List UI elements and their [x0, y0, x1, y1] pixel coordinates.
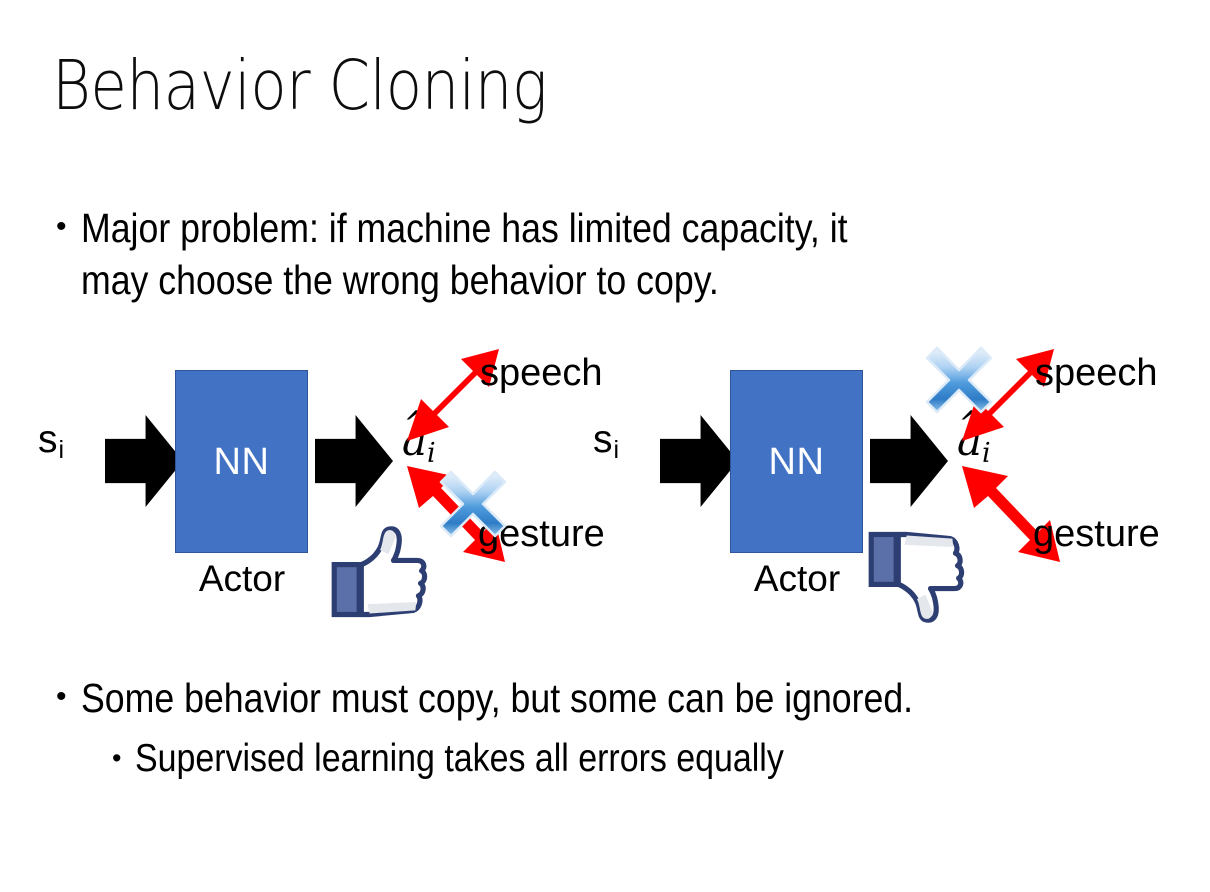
actor-caption-left: Actor	[198, 558, 286, 599]
branch-arrow-speech-icon	[403, 345, 503, 445]
diagram-wrong-copy: si NN Actor ^ai speech gestu	[565, 340, 1165, 640]
output-arrow-icon	[870, 415, 948, 507]
input-arrow-icon	[105, 415, 183, 507]
nn-box-left: NN	[175, 370, 308, 553]
nn-box-right: NN	[730, 370, 863, 553]
branch-label-speech-right: speech	[1035, 352, 1158, 394]
branch-label-gesture-right: gesture	[1033, 513, 1160, 555]
bullet-text: Some behavior must copy, but some can be…	[80, 675, 913, 721]
cross-mark-icon-gesture	[437, 468, 509, 540]
output-arrow-icon	[315, 415, 393, 507]
bullet-marker-icon: •	[56, 680, 67, 713]
bullet-marker-icon: •	[112, 743, 122, 773]
state-label-right: si	[593, 418, 620, 464]
actor-caption-right: Actor	[753, 558, 841, 599]
bullet-supervised-learning: • Supervised learning takes all errors e…	[112, 733, 881, 785]
bullet-line-2: may choose the wrong behavior to copy.	[80, 257, 719, 303]
branch-arrow-speech-icon	[958, 345, 1058, 445]
page-title: Behavior Cloning	[52, 46, 548, 126]
bullet-marker-icon: •	[56, 210, 67, 243]
thumbs-up-icon	[328, 523, 432, 627]
nn-label: NN	[768, 440, 825, 483]
cross-mark-icon-speech	[923, 344, 995, 416]
bullet-major-problem: • Major problem: if machine has limited …	[56, 202, 962, 306]
bullet-line-1: Major problem: if machine has limited ca…	[80, 205, 848, 251]
input-arrow-icon	[660, 415, 738, 507]
nn-label: NN	[213, 440, 270, 483]
state-label-left: si	[38, 418, 65, 464]
diagram-correct-copy: si NN Actor ^ai speech	[10, 340, 610, 640]
thumbs-down-icon	[865, 522, 969, 626]
bullet-text: Supervised learning takes all errors equ…	[135, 737, 785, 780]
branch-label-speech-left: speech	[480, 352, 603, 394]
bullet-some-behavior: • Some behavior must copy, but some can …	[56, 672, 1037, 724]
branch-arrow-gesture-icon	[958, 460, 1068, 570]
